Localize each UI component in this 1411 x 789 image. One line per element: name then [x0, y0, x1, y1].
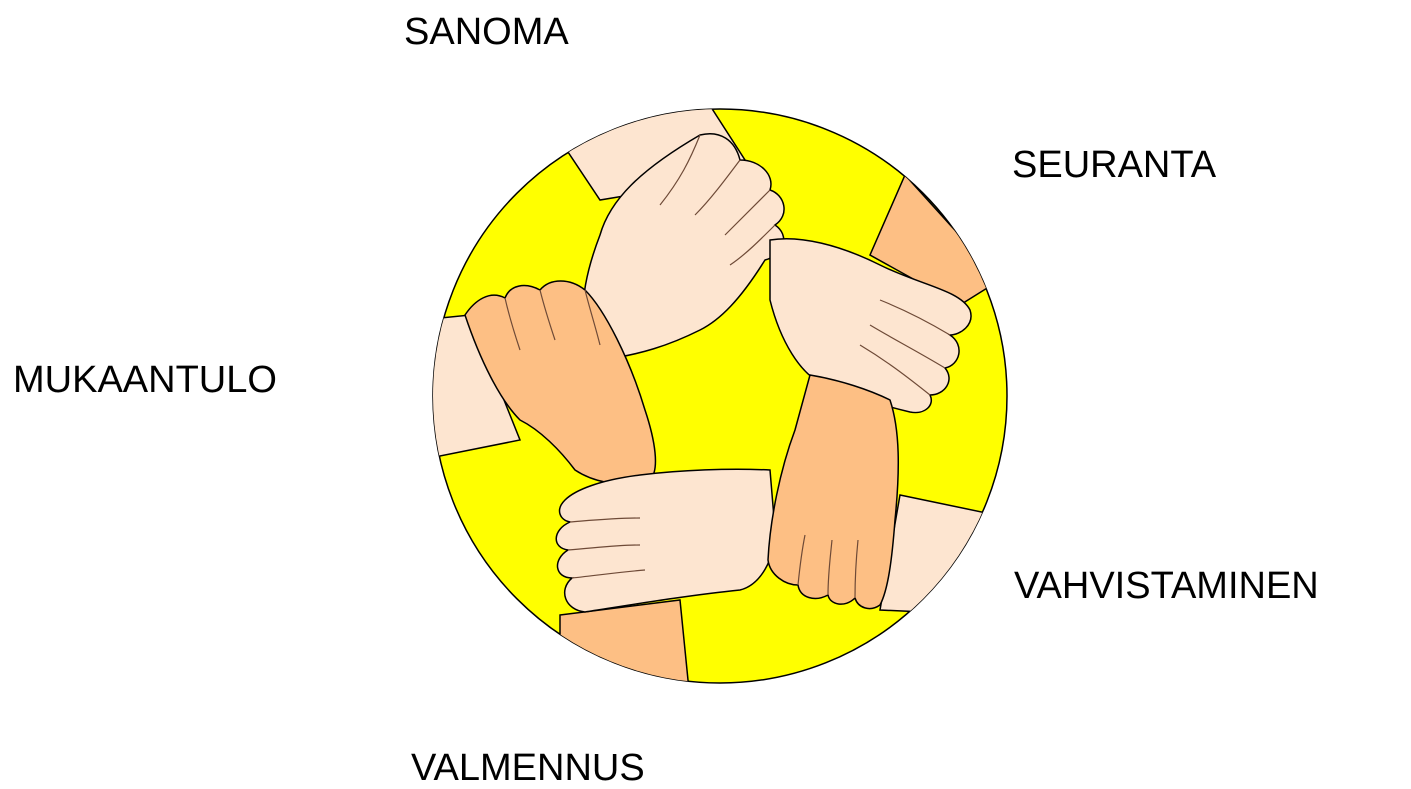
arm-bottom	[560, 600, 690, 700]
arm-right	[880, 495, 1020, 615]
